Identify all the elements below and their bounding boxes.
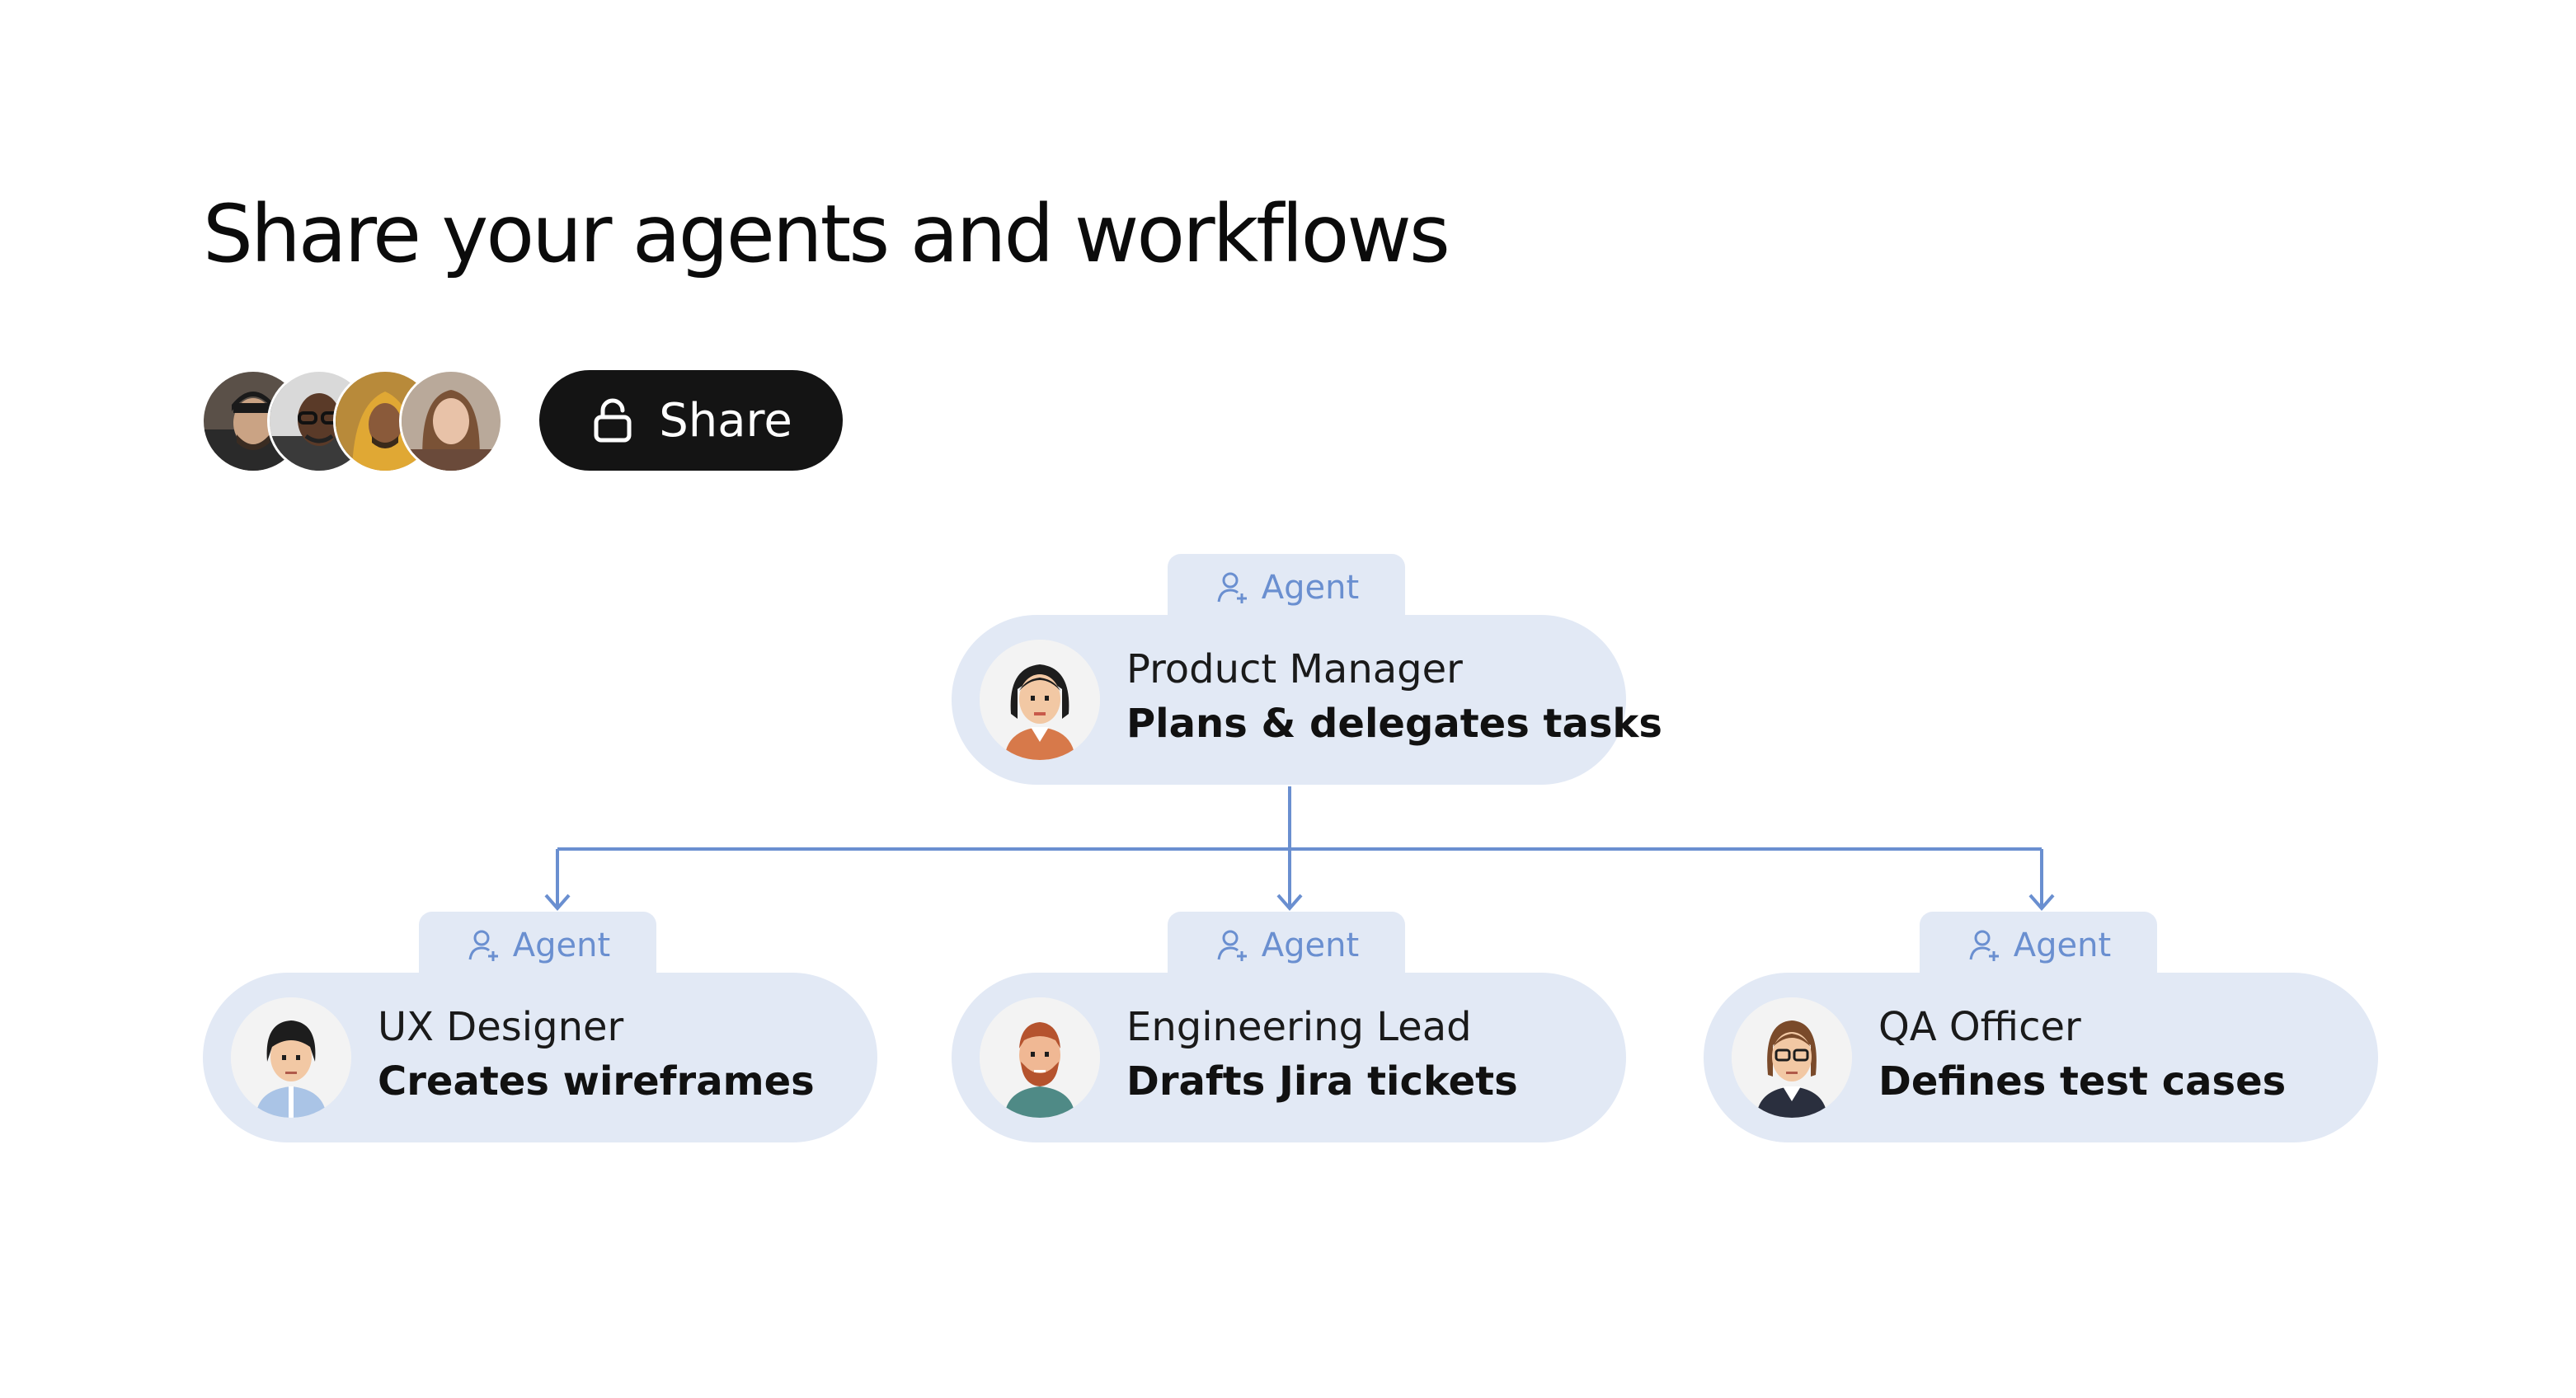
arrowhead-engineering-lead	[1276, 894, 1303, 912]
unlock-icon	[590, 397, 636, 443]
agent-card: Product Manager Plans & delegates tasks	[952, 615, 1662, 785]
avatar	[231, 997, 351, 1118]
agent-card: UX Designer Creates wireframes	[203, 973, 877, 1142]
page-title: Share your agents and workflows	[203, 188, 1450, 280]
user-avatar-4[interactable]	[399, 369, 503, 473]
agent-tag-label: Agent	[1261, 569, 1360, 607]
agent-icon	[1214, 927, 1252, 964]
share-button-label: Share	[659, 393, 792, 448]
agent-tag-label: Agent	[1261, 927, 1360, 964]
agent-icon	[1214, 569, 1252, 607]
agent-node-product-manager[interactable]: Agent Product Manager Plans & delegates …	[952, 554, 1662, 795]
agent-task: Creates wireframes	[378, 1058, 815, 1105]
agent-role: Product Manager	[1126, 646, 1463, 692]
avatar	[980, 640, 1100, 760]
arrowhead-qa-officer	[2028, 894, 2055, 912]
avatar	[980, 997, 1100, 1118]
agent-node-ux-designer[interactable]: Agent UX Designer Creates wireframes	[203, 912, 877, 1152]
avatar	[1732, 997, 1852, 1118]
collaborator-avatars[interactable]	[201, 369, 503, 473]
agent-icon	[1966, 927, 2004, 964]
agent-node-qa-officer[interactable]: Agent QA Officer Defines test cases	[1704, 912, 2378, 1152]
agent-task: Plans & delegates tasks	[1126, 701, 1662, 747]
arrowhead-ux-designer	[544, 894, 571, 912]
agent-card: QA Officer Defines test cases	[1704, 973, 2378, 1142]
agent-tag-label: Agent	[2013, 927, 2112, 964]
share-button[interactable]: Share	[539, 370, 843, 471]
agent-card: Engineering Lead Drafts Jira tickets	[952, 973, 1626, 1142]
agent-role: Engineering Lead	[1126, 1004, 1472, 1050]
agent-tag-label: Agent	[512, 927, 611, 964]
agent-role: UX Designer	[378, 1004, 624, 1050]
agent-icon	[465, 927, 503, 964]
agent-node-engineering-lead[interactable]: Agent Engineering Lead Drafts Jira ticke…	[952, 912, 1626, 1152]
agent-task: Drafts Jira tickets	[1126, 1058, 1518, 1105]
agent-role: QA Officer	[1878, 1004, 2081, 1050]
agent-task: Defines test cases	[1878, 1058, 2287, 1105]
